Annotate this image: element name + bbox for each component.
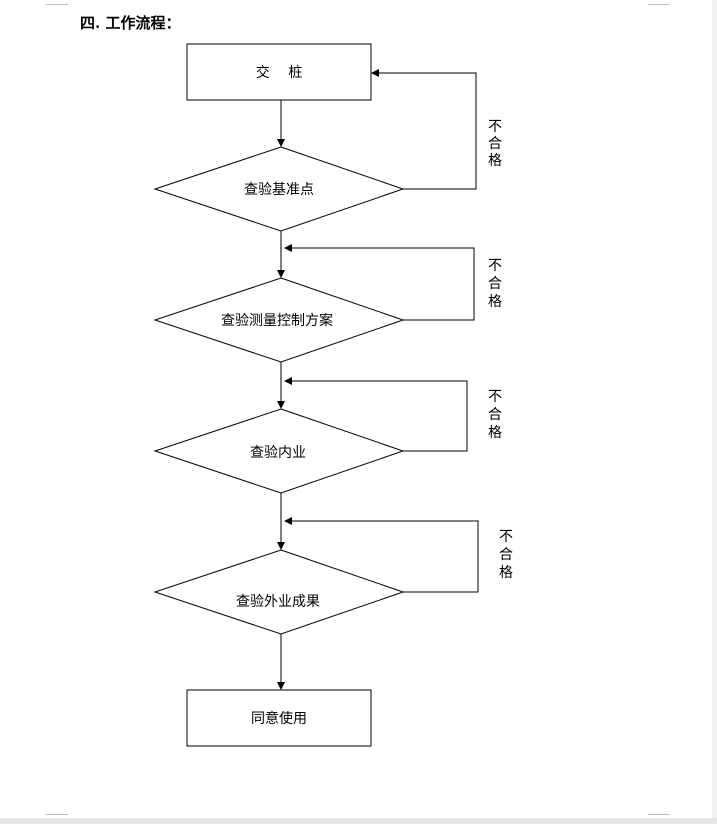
svg-text:合: 合 [488,136,502,152]
fail-label-3: 不 合 格 [488,389,502,441]
check1-label: 查验基准点 [244,181,314,198]
svg-text:合: 合 [488,407,502,423]
end-box-label: 同意使用 [251,710,307,727]
svg-text:不: 不 [488,119,502,135]
fail-label-2: 不 合 格 [488,258,502,310]
svg-text:格: 格 [488,294,502,310]
fail-label-4: 不 合 格 [499,529,513,581]
check4-diamond [153,549,405,635]
fail-label-1: 不 合 格 [488,119,502,169]
svg-text:格: 格 [488,425,502,441]
start-box [186,43,372,101]
svg-text:格: 格 [499,565,513,581]
check3-label: 查验内业 [250,445,306,461]
page-corner-mark-bottom-right [648,814,670,819]
end-box [186,689,372,747]
svg-text:不: 不 [499,529,513,545]
fail-loop-1 [371,69,477,190]
section-heading: 四. 工作流程： [80,14,181,32]
svg-text:不: 不 [488,389,502,405]
svg-text:合: 合 [499,547,513,563]
page-corner-mark-top-left [46,0,68,5]
page-edge-bottom [0,818,717,824]
page-corner-mark-bottom-left [46,814,68,819]
fail-loop-2 [284,244,475,321]
svg-text:合: 合 [488,276,502,292]
fail-loop-3 [284,377,468,452]
start-box-label: 交 桩 [256,64,302,81]
check4-label: 查验外业成果 [236,594,320,610]
svg-text:不: 不 [488,258,502,274]
svg-text:格: 格 [488,153,502,169]
check2-label: 查验测量控制方案 [221,312,333,329]
page-corner-mark-top-right [648,0,670,5]
fail-loop-4 [284,517,479,593]
page-edge-right [712,0,717,824]
